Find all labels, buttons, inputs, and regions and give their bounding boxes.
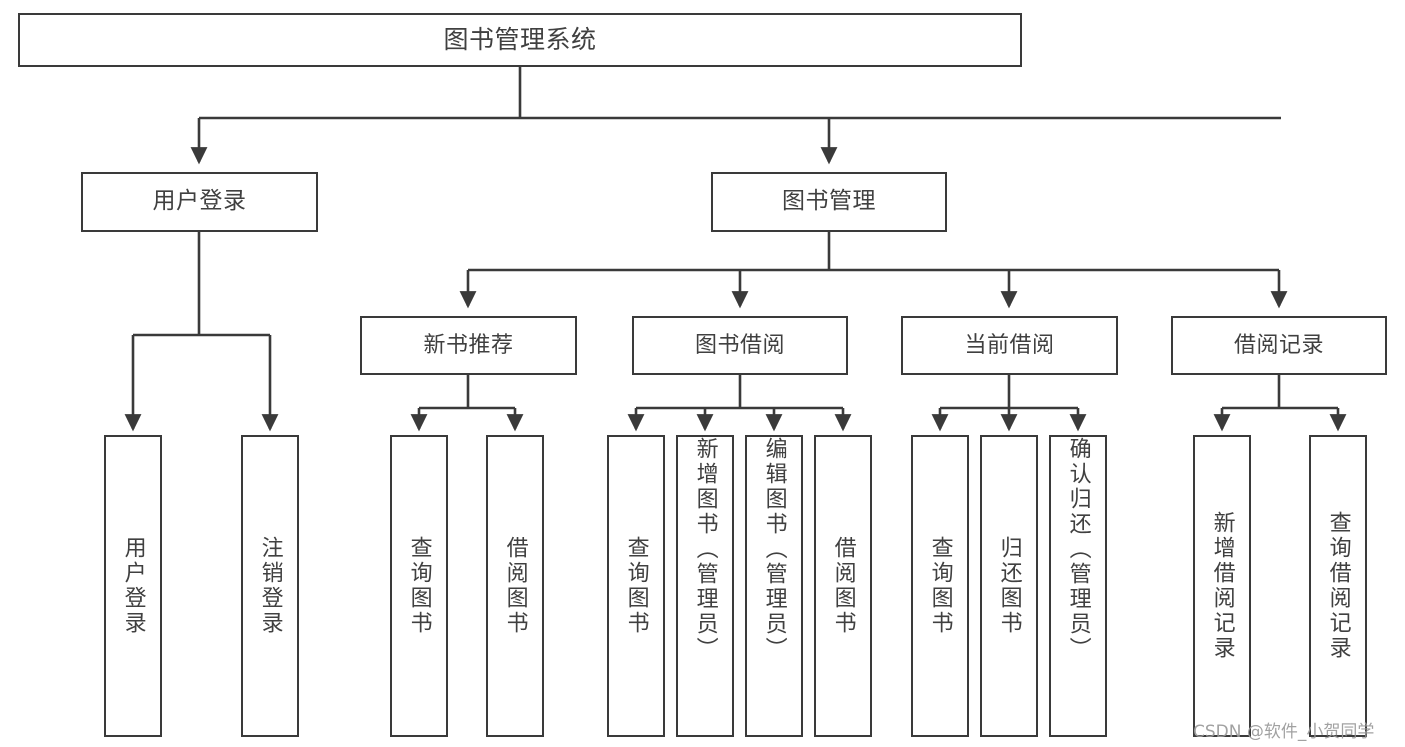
node-label: 查询借阅记录	[1325, 511, 1351, 661]
node-book-management[interactable]: 图书管理	[711, 172, 947, 232]
node-label: 新增图书（管理员）	[692, 437, 718, 662]
node-label: 注销登录	[257, 536, 283, 636]
node-label: 查询图书	[623, 536, 649, 636]
node-label: 归还图书	[996, 536, 1022, 636]
node-label: 图书借阅	[694, 332, 785, 358]
leaf-borrow-record-add-record[interactable]: 新增借阅记录	[1193, 435, 1251, 737]
node-label: 借阅图书	[830, 536, 856, 636]
leaf-current-borrow-query-books[interactable]: 查询图书	[911, 435, 969, 737]
node-current-borrowing[interactable]: 当前借阅	[901, 316, 1118, 375]
node-label: 确认归还（管理员）	[1065, 437, 1091, 662]
node-label: 借阅记录	[1233, 332, 1324, 358]
node-borrow-records[interactable]: 借阅记录	[1171, 316, 1387, 375]
leaf-book-borrow-borrow-books[interactable]: 借阅图书	[814, 435, 872, 737]
node-label: 当前借阅	[964, 332, 1055, 358]
leaf-user-login-login[interactable]: 用户登录	[104, 435, 162, 737]
node-root-book-management-system[interactable]: 图书管理系统	[18, 13, 1022, 67]
node-label: 查询图书	[927, 536, 953, 636]
leaf-borrow-record-query-record[interactable]: 查询借阅记录	[1309, 435, 1367, 737]
leaf-current-borrow-return-books[interactable]: 归还图书	[980, 435, 1038, 737]
leaf-book-borrow-query-books[interactable]: 查询图书	[607, 435, 665, 737]
node-label: 用户登录	[152, 188, 247, 215]
node-label: 借阅图书	[502, 536, 528, 636]
node-book-borrowing[interactable]: 图书借阅	[632, 316, 848, 375]
node-label: 新书推荐	[423, 332, 514, 358]
csdn-watermark: CSDN @软件_小贺同学	[1193, 722, 1375, 742]
node-label: 新增借阅记录	[1209, 511, 1235, 661]
node-new-book-recommendation[interactable]: 新书推荐	[360, 316, 577, 375]
node-label: 用户登录	[120, 536, 146, 636]
leaf-book-borrow-edit-book-admin[interactable]: 编辑图书（管理员）	[745, 435, 803, 737]
node-label: 图书管理	[782, 188, 876, 215]
node-label: 查询图书	[406, 536, 432, 636]
leaf-new-book-borrow-books[interactable]: 借阅图书	[486, 435, 544, 737]
node-label: 编辑图书（管理员）	[761, 437, 787, 662]
leaf-current-borrow-confirm-return-admin[interactable]: 确认归还（管理员）	[1049, 435, 1107, 737]
leaf-new-book-query-books[interactable]: 查询图书	[390, 435, 448, 737]
node-label: 图书管理系统	[443, 25, 597, 55]
node-user-login[interactable]: 用户登录	[81, 172, 318, 232]
leaf-book-borrow-add-book-admin[interactable]: 新增图书（管理员）	[676, 435, 734, 737]
leaf-user-login-logout[interactable]: 注销登录	[241, 435, 299, 737]
